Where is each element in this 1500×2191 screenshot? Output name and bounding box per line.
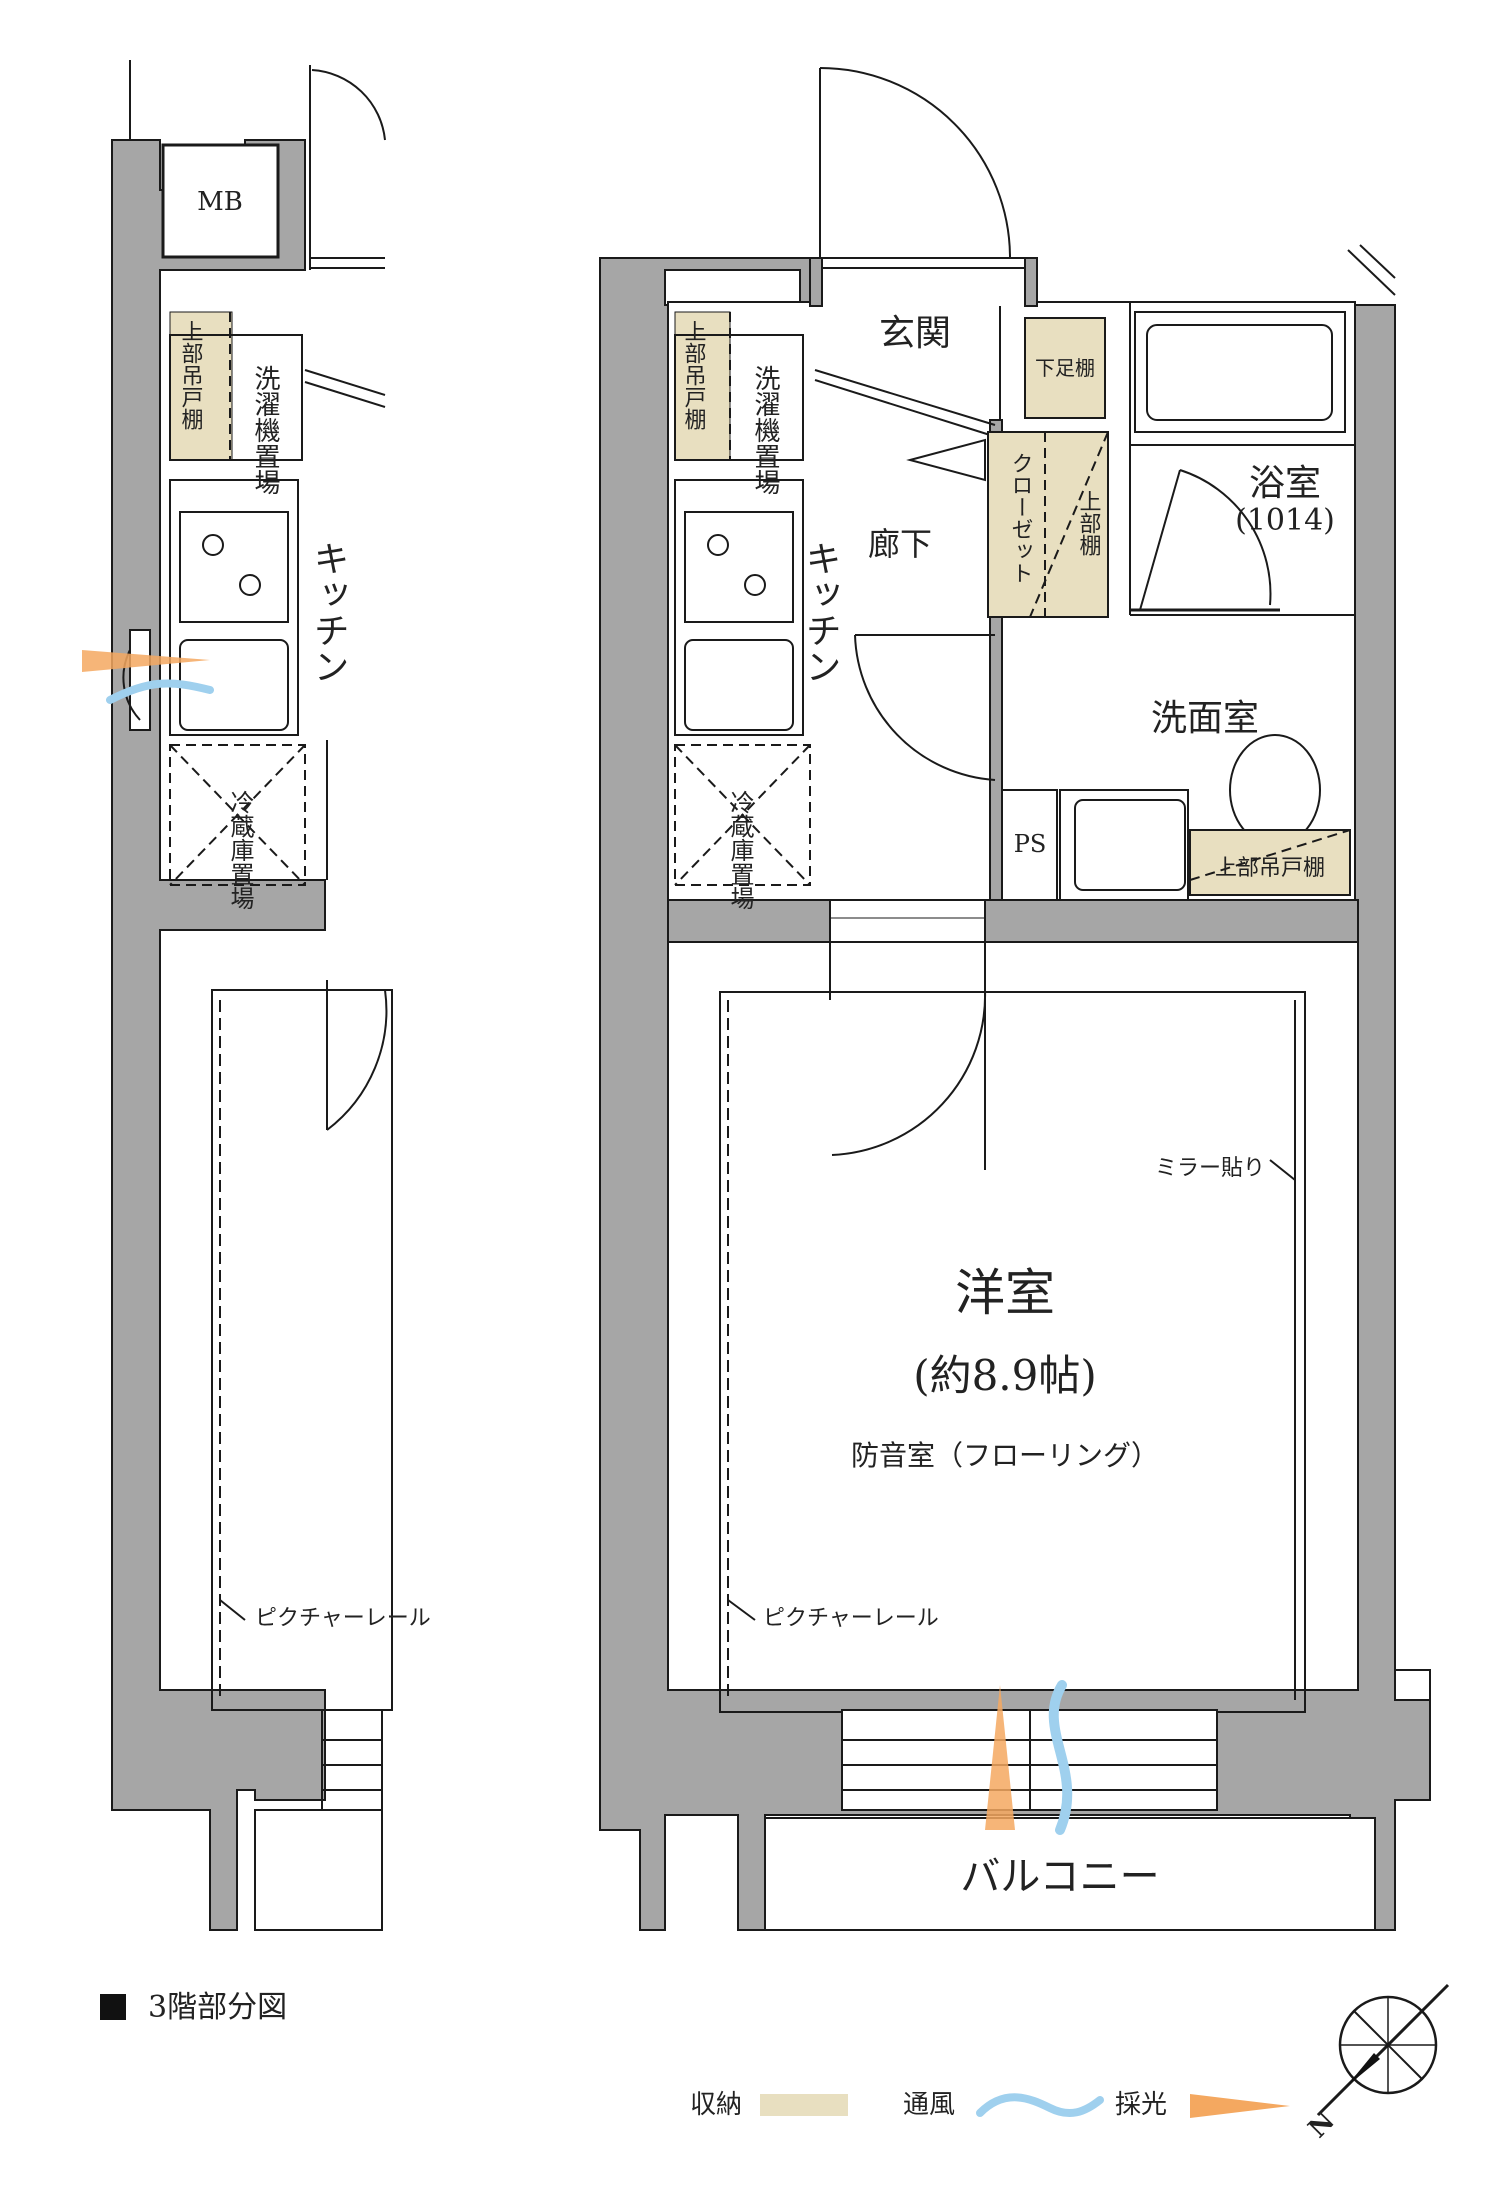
compass: N	[1303, 1983, 1450, 2144]
legend: 収納 通風 採光	[690, 2090, 1290, 2120]
mb-box	[161, 143, 280, 259]
washroom-label: 洗面室	[1151, 698, 1259, 739]
legend-daylight-label: 採光	[1115, 2090, 1167, 2120]
washroom-cabinet	[1189, 829, 1351, 896]
fridge-label: 冷蔵庫置場	[726, 790, 754, 910]
ventilation-wave	[1048, 1680, 1073, 1835]
ps-label: PS	[1014, 830, 1047, 858]
western-room-size-label: (約8.9帖)	[913, 1351, 1097, 1400]
balcony-area	[764, 1817, 1376, 1931]
left-daylight-arrow	[82, 650, 210, 672]
legend-ventilation-swatch	[976, 2093, 1104, 2118]
left-unit: MB	[82, 60, 431, 1931]
western-room-area	[667, 941, 1359, 1691]
ps-box	[1001, 789, 1058, 901]
legend-daylight-swatch	[1190, 2094, 1290, 2118]
daylight-arrow	[985, 1685, 1015, 1830]
upper-shelf-label: 上部棚	[1076, 490, 1102, 556]
picture-rail-label: ピクチャーレール	[763, 1606, 939, 1631]
closet-label: クローゼット	[1008, 452, 1033, 584]
title-block: 3階部分図	[100, 1990, 287, 2025]
balcony-label: バルコニー	[960, 1854, 1159, 1900]
plan-title: 3階部分図	[148, 1990, 287, 2025]
compass-needle	[1346, 2053, 1380, 2087]
left-washer-label: 洗濯機置場	[250, 365, 280, 495]
hallway-label: 廊下	[868, 525, 932, 563]
kitchen-label: キッチン	[800, 540, 841, 684]
mirror-label: ミラー貼り	[1155, 1156, 1265, 1181]
upper-cabinet-label: 上部吊戸棚	[681, 320, 707, 430]
left-upper-cabinet-label: 上部吊戸棚	[178, 320, 204, 430]
soundproof-label: 防音室（フローリング）	[851, 1439, 1159, 1472]
left-fridge-label: 冷蔵庫置場	[226, 790, 254, 910]
bathtub	[1134, 311, 1346, 433]
compass-north-label: N	[1303, 2106, 1341, 2144]
legend-storage-swatch	[760, 2094, 848, 2116]
bathroom-label: 浴室	[1249, 463, 1321, 504]
western-room-label: 洋室	[955, 1264, 1055, 1322]
entrance-label: 玄関	[879, 313, 951, 354]
mb-label: MB	[197, 187, 243, 217]
main-unit: 上部吊戸棚 洗濯機置場 下足棚 クローゼット 上部棚 キッチン 廊下 冷蔵庫置場	[599, 67, 1431, 1931]
left-ventilation-wave	[106, 679, 214, 704]
shoe-shelf-label: 下足棚	[1035, 356, 1095, 380]
left-picture-rail-label: ピクチャーレール	[255, 1606, 431, 1631]
bathroom-size-label: (1014)	[1235, 503, 1335, 538]
closet	[987, 431, 1109, 618]
washroom-cabinet-label: 上部吊戸棚	[1215, 856, 1325, 881]
washer-storage	[674, 311, 731, 461]
shoe-shelf	[1024, 317, 1106, 419]
legend-ventilation-label: 通風	[903, 2090, 955, 2120]
left-kitchen-label: キッチン	[308, 540, 349, 684]
washer-label: 洗濯機置場	[750, 365, 780, 495]
title-square	[100, 1994, 126, 2020]
legend-storage-label: 収納	[690, 2090, 742, 2120]
